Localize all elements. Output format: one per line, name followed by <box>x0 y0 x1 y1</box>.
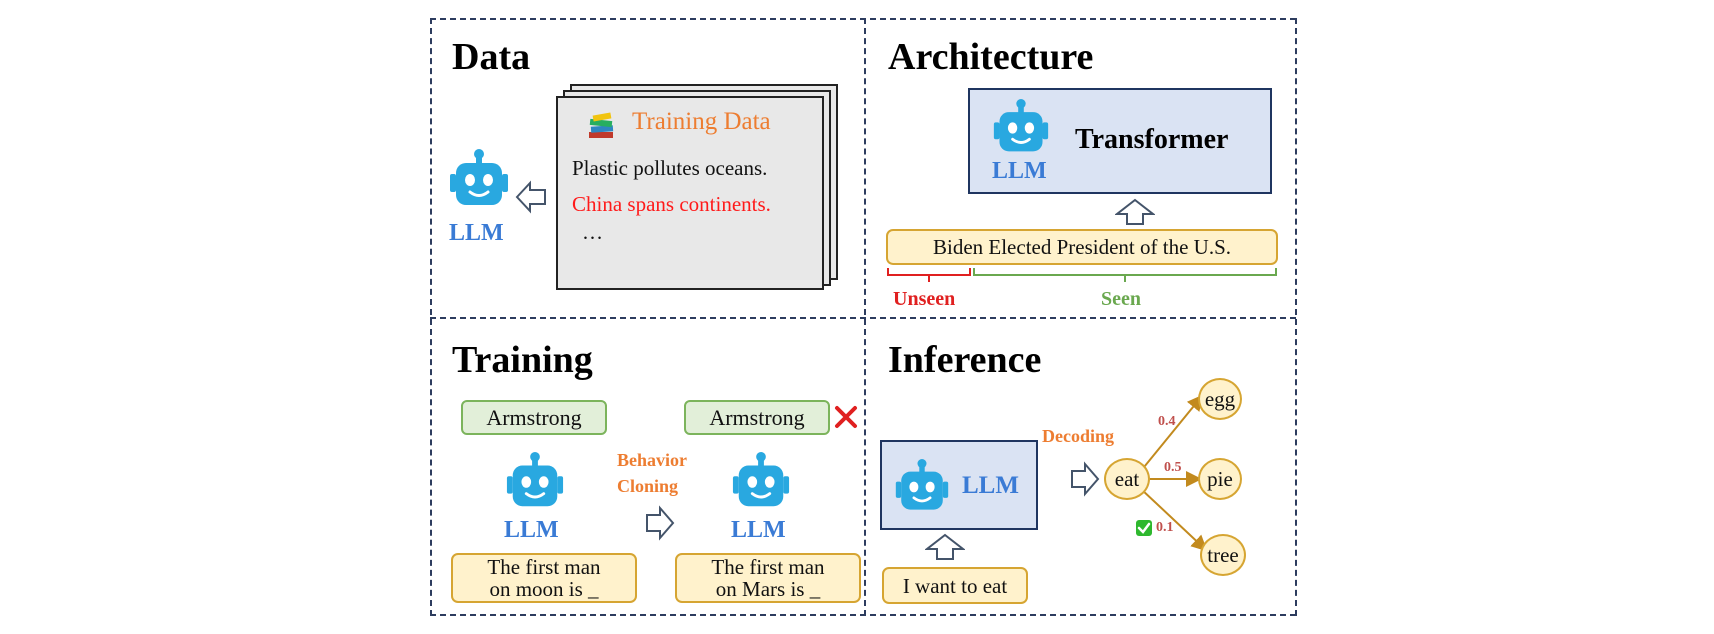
arrow-up-icon <box>1115 198 1155 225</box>
frame-center-border <box>864 18 866 616</box>
training-data-line-1: Plastic pollutes oceans. <box>572 156 768 180</box>
training-data-line-2: China spans continents. <box>572 192 771 216</box>
seen-unseen-braces <box>887 268 1277 282</box>
behavior-cloning-line-2: Cloning <box>617 476 679 496</box>
prob-egg: 0.4 <box>1158 414 1176 429</box>
inference-llm-box: LLM <box>880 440 1038 530</box>
architecture-llm-label: LLM <box>992 158 1047 184</box>
arrow-up-icon <box>925 533 965 560</box>
transformer-label: Transformer <box>1075 124 1229 155</box>
training-llm-label-right: LLM <box>731 517 786 543</box>
data-panel-title: Data <box>452 36 531 78</box>
books-icon <box>589 112 614 138</box>
robot-icon <box>732 452 790 507</box>
left-prompt-box: The first man on moon is _ <box>451 553 637 603</box>
arrow-right-icon <box>646 505 675 541</box>
inference-panel-title: Inference <box>888 339 1042 381</box>
tree-node-eat: eat <box>1104 458 1150 500</box>
decoding-label: Decoding <box>1042 426 1114 446</box>
tree-node-pie: pie <box>1198 458 1242 500</box>
tree-node-egg: egg <box>1198 378 1242 420</box>
left-prompt-line-2: on moon is _ <box>489 577 599 601</box>
prob-tree: 0.1 <box>1156 520 1174 535</box>
left-output-box: Armstrong <box>461 400 607 435</box>
frame-middle-border <box>430 317 1296 319</box>
prob-pie: 0.5 <box>1164 460 1182 475</box>
robot-icon <box>506 452 564 507</box>
frame-left-border <box>430 18 432 616</box>
arrow-left-icon <box>515 180 546 214</box>
inference-llm-label: LLM <box>962 472 1019 499</box>
right-prompt-line-2: on Mars is _ <box>715 577 821 601</box>
unseen-label: Unseen <box>893 288 956 310</box>
data-llm-label: LLM <box>449 220 504 246</box>
training-llm-label-left: LLM <box>504 517 559 543</box>
behavior-cloning-line-1: Behavior <box>617 450 687 470</box>
check-mark-icon <box>1136 520 1152 536</box>
right-output-box: Armstrong <box>684 400 830 435</box>
frame-top-border <box>430 18 1296 20</box>
right-prompt-box: The first man on Mars is _ <box>675 553 861 603</box>
transformer-box: LLM Transformer <box>968 88 1272 194</box>
decoding-tree-edges <box>1139 394 1208 552</box>
wrong-x-icon <box>835 406 857 428</box>
robot-icon <box>993 99 1049 152</box>
tree-node-tree: tree <box>1200 534 1246 576</box>
architecture-input-box: Biden Elected President of the U.S. <box>886 229 1278 265</box>
inference-input-box: I want to eat <box>882 567 1028 604</box>
frame-right-border <box>1295 18 1297 616</box>
robot-icon <box>895 459 949 510</box>
arrow-right-icon <box>1071 461 1100 497</box>
training-panel-title: Training <box>452 339 593 381</box>
training-data-ellipsis: … <box>582 220 603 244</box>
training-data-card: Training Data Plastic pollutes oceans. C… <box>556 96 824 290</box>
left-prompt-line-1: The first man <box>487 555 601 579</box>
right-prompt-line-1: The first man <box>711 555 825 579</box>
architecture-panel-title: Architecture <box>888 36 1094 78</box>
robot-icon <box>450 149 508 205</box>
seen-label: Seen <box>1101 288 1141 310</box>
frame-bottom-border <box>430 614 1296 616</box>
training-data-title: Training Data <box>632 108 771 135</box>
